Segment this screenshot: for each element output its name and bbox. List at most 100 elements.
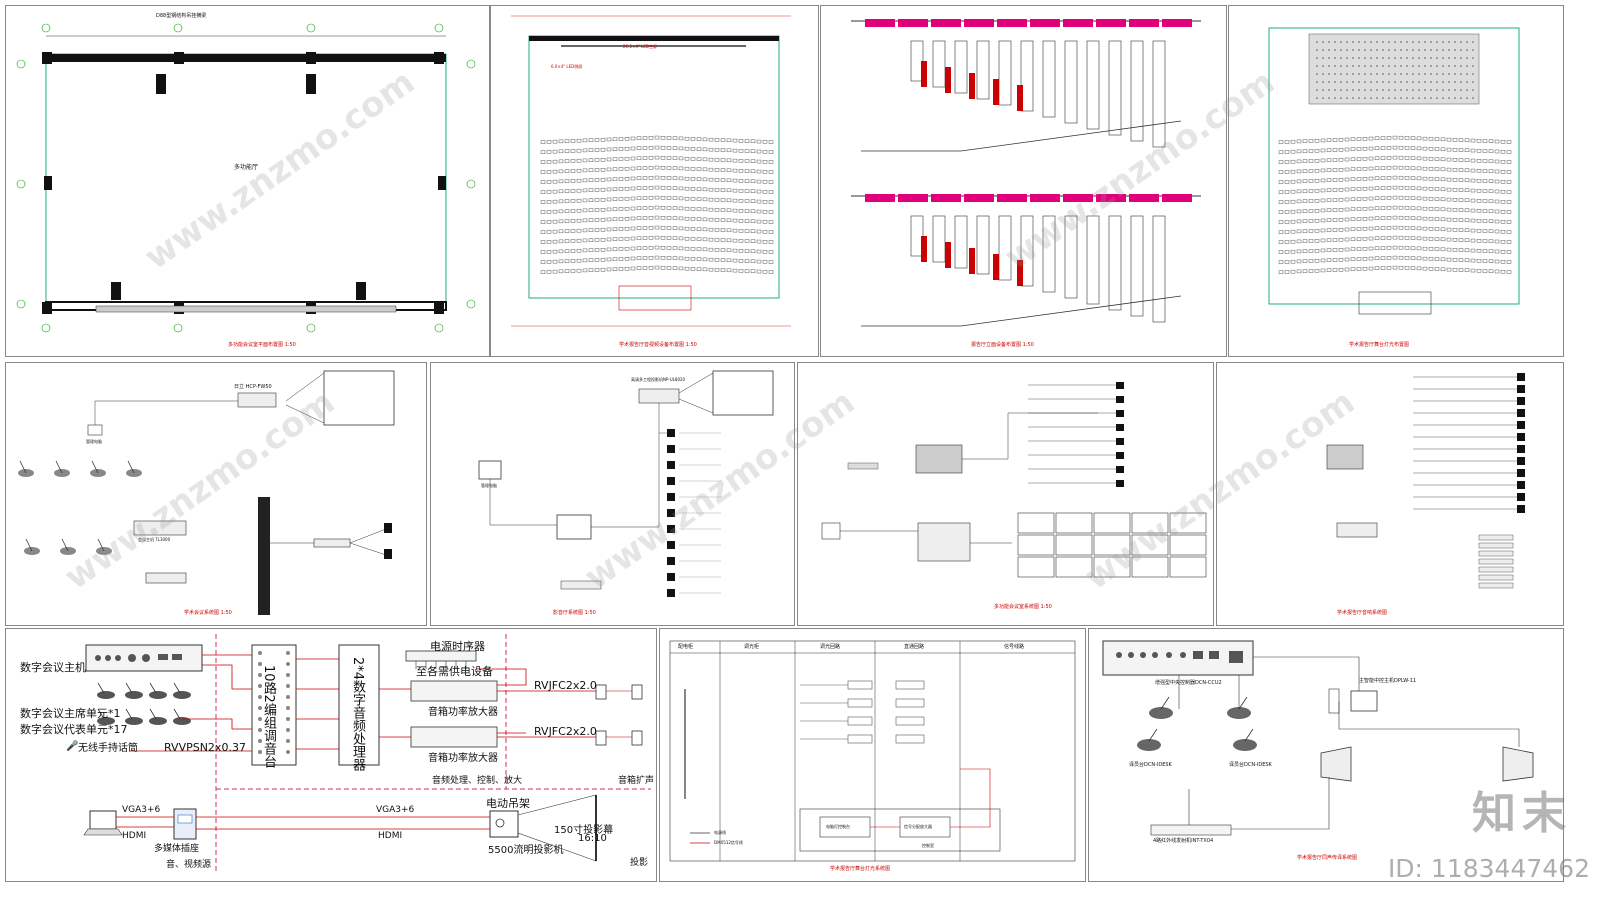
seat <box>696 207 702 211</box>
seat <box>630 136 636 141</box>
seat <box>1464 188 1470 193</box>
seat <box>666 176 672 180</box>
conference-unit <box>97 691 115 699</box>
seat <box>696 257 702 261</box>
seat <box>726 208 732 213</box>
seat <box>756 209 762 214</box>
seat <box>1488 209 1494 213</box>
seat <box>1440 217 1446 222</box>
stage-light-dot <box>1442 57 1444 59</box>
seat <box>1278 260 1284 264</box>
amplifier <box>1478 566 1514 573</box>
stage-light-dot <box>1358 41 1360 43</box>
seat <box>606 167 612 172</box>
stage-light-dot <box>1424 57 1426 59</box>
seat <box>570 169 576 173</box>
seat <box>660 155 666 160</box>
pc-label: 管理电脑 <box>86 439 102 444</box>
seat <box>1386 256 1392 260</box>
seat <box>744 239 750 243</box>
seat <box>552 189 558 194</box>
stage-light-dot <box>1358 73 1360 75</box>
seat <box>660 245 666 250</box>
seat <box>1314 178 1320 183</box>
seat <box>1464 248 1470 253</box>
seat <box>1446 227 1452 232</box>
av-source-label: 音、视频源 <box>166 860 212 870</box>
seat <box>738 209 744 213</box>
seat <box>1302 209 1308 213</box>
seat <box>732 148 738 153</box>
seat <box>738 259 744 263</box>
seat <box>618 177 624 181</box>
seat <box>1464 198 1470 203</box>
seat <box>606 147 612 152</box>
seat <box>1368 246 1374 251</box>
stage-light-dot <box>1382 73 1384 75</box>
seat <box>708 237 714 242</box>
stage-light-dot <box>1472 41 1474 43</box>
seat <box>540 230 546 234</box>
seat <box>1452 188 1458 192</box>
seat <box>660 225 666 230</box>
seat <box>1392 225 1398 230</box>
seat <box>696 157 702 161</box>
seat <box>1506 270 1512 274</box>
seat <box>1470 178 1476 183</box>
seat <box>1350 247 1356 251</box>
seat <box>744 169 750 173</box>
seat <box>1410 166 1416 170</box>
seat <box>1452 228 1458 232</box>
direct-circuit <box>895 680 925 690</box>
seat <box>714 218 720 222</box>
seat <box>1446 177 1452 182</box>
seat <box>738 159 744 163</box>
floor-line <box>861 120 1182 152</box>
seat <box>540 270 546 274</box>
seat <box>768 270 774 274</box>
seat <box>1470 158 1476 163</box>
amplifier-1-label: 音箱功率放大器 <box>428 707 498 718</box>
seat <box>582 238 588 243</box>
seat <box>1500 200 1506 204</box>
seat <box>564 249 570 253</box>
seat <box>1290 239 1296 244</box>
seat <box>552 149 558 154</box>
seat <box>1458 208 1464 212</box>
seat <box>690 167 696 171</box>
seat <box>1476 229 1482 233</box>
seat <box>582 258 588 263</box>
seat <box>546 140 552 144</box>
seat <box>1338 188 1344 192</box>
seat <box>582 198 588 203</box>
seat <box>750 249 756 254</box>
seat <box>1404 226 1410 230</box>
seat <box>1314 228 1320 233</box>
seat <box>576 218 582 223</box>
seat <box>588 178 594 182</box>
seat <box>1344 177 1350 182</box>
seat <box>588 238 594 242</box>
stage-light-dot <box>1430 57 1432 59</box>
seat <box>624 237 630 241</box>
seat <box>1284 220 1290 224</box>
seat <box>1344 267 1350 272</box>
seat <box>1332 208 1338 212</box>
stage-light-dot <box>1442 41 1444 43</box>
led-side-label: 6.0×4" LED侧屏 <box>551 64 583 69</box>
stage-light-dot <box>1412 73 1414 75</box>
seat <box>1344 197 1350 202</box>
seat <box>1494 209 1500 214</box>
seat <box>1482 269 1488 273</box>
speaker <box>1517 481 1525 489</box>
stage-light-dot <box>1412 65 1414 67</box>
seat <box>1500 150 1506 154</box>
seat <box>1446 207 1452 212</box>
stage-light-dot <box>1352 97 1354 99</box>
stage-light-dot <box>1328 41 1330 43</box>
stage-light-dot <box>1316 49 1318 51</box>
seat <box>1380 146 1386 150</box>
seat <box>1488 259 1494 263</box>
stage-light-dot <box>1388 65 1390 67</box>
seat <box>540 210 546 214</box>
